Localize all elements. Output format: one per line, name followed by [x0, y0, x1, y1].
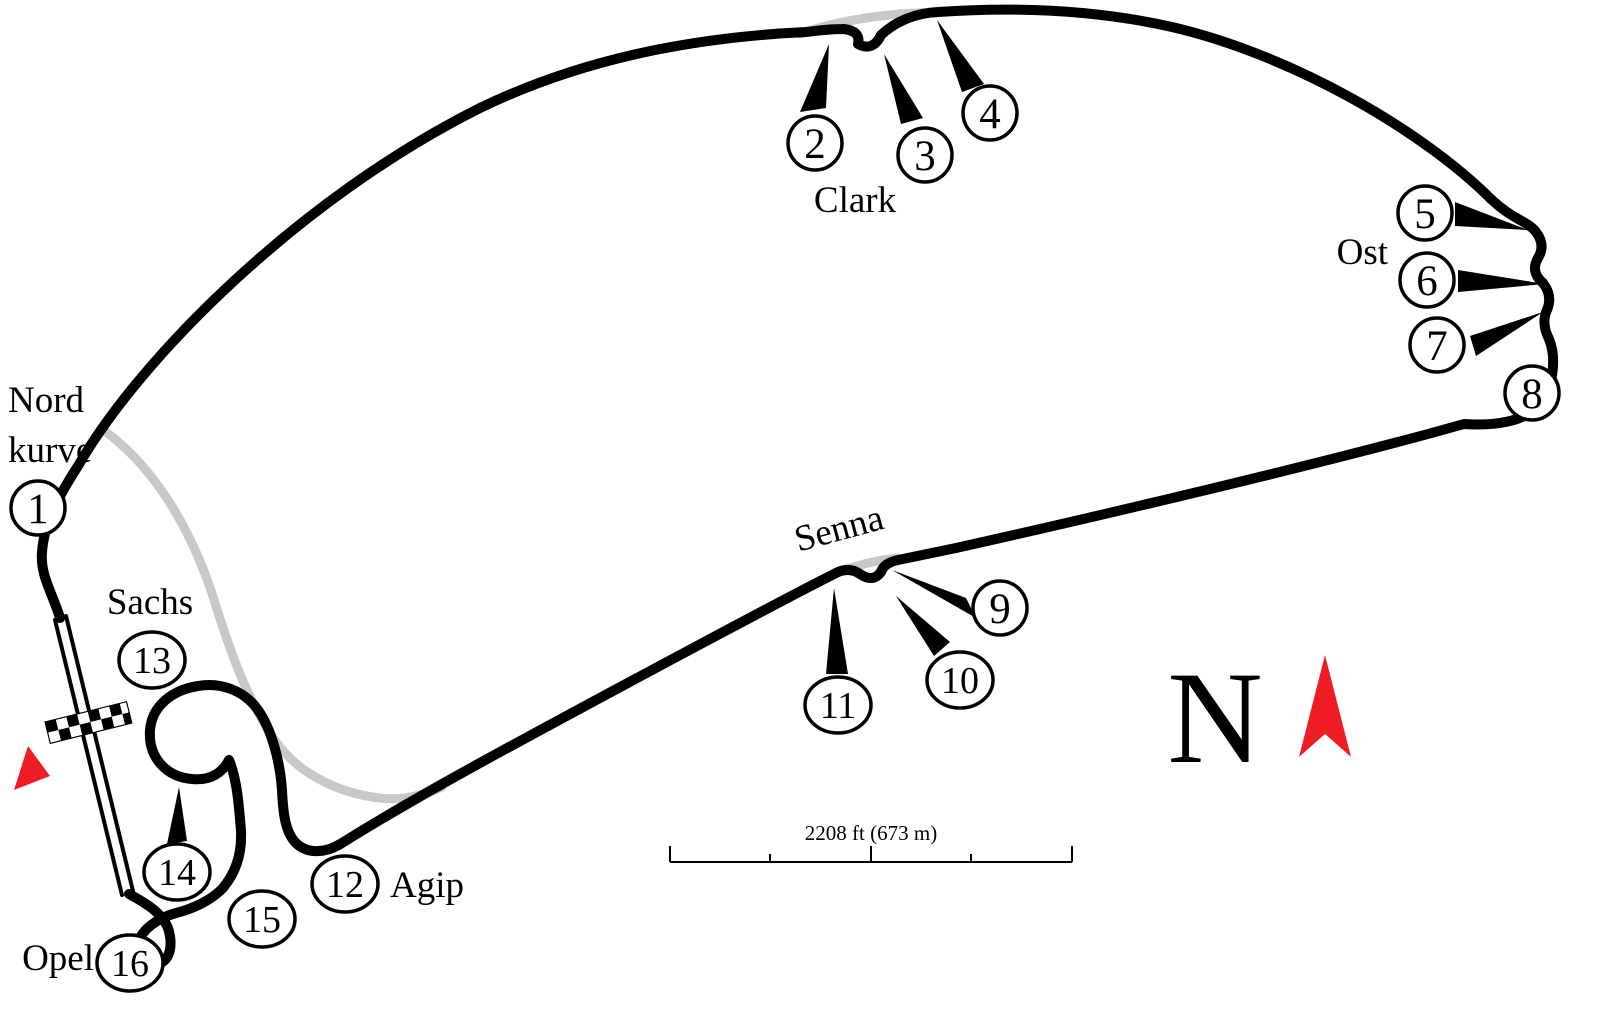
corner-pointers [167, 20, 1545, 844]
corner-marker-15: 15 [227, 889, 297, 949]
label-agip: Agip [390, 865, 464, 906]
scale-bar-label: 2208 ft (673 m) [805, 821, 937, 845]
corner-number: 10 [941, 660, 979, 702]
corner-number: 16 [111, 943, 149, 985]
corner-number: 3 [914, 133, 936, 180]
corner-marker-1: 1 [9, 479, 67, 537]
corner-number: 15 [243, 899, 281, 941]
corner-marker-9: 9 [971, 579, 1029, 637]
turn-7-pointer [1470, 312, 1543, 356]
corner-markers: 1 2 3 4 5 6 7 8 [9, 84, 1561, 993]
corner-number: 13 [133, 640, 171, 682]
turn-9-pointer [892, 570, 976, 618]
scale-bar-line [669, 846, 1073, 863]
track [36, 4, 1559, 971]
corner-marker-2: 2 [786, 114, 844, 172]
corner-number: 7 [1426, 323, 1448, 370]
corner-number: 1 [27, 486, 49, 533]
pit-straight-line-left [53, 618, 124, 897]
corner-number: 11 [820, 685, 857, 727]
corner-marker-4: 4 [961, 84, 1019, 142]
race-direction-arrow-icon [14, 746, 50, 790]
compass: N [1167, 644, 1351, 791]
corner-number: 6 [1416, 258, 1438, 305]
corner-marker-7: 7 [1408, 316, 1466, 374]
label-nordkurve-line2: kurve [8, 430, 92, 471]
corner-number: 5 [1414, 191, 1436, 238]
corner-marker-8: 8 [1503, 364, 1561, 422]
corner-number: 8 [1521, 371, 1543, 418]
turn-3-pointer [884, 54, 923, 124]
corner-marker-11: 11 [803, 675, 873, 735]
scale-bar: 2208 ft (673 m) [669, 821, 1073, 863]
corner-marker-5: 5 [1396, 184, 1454, 242]
label-ost: Ost [1337, 232, 1389, 273]
label-opel: Opel [22, 938, 94, 979]
turn-10-pointer [896, 596, 950, 656]
label-senna: Senna [790, 497, 888, 560]
corner-number: 4 [979, 91, 1001, 138]
corner-marker-16: 16 [95, 933, 165, 993]
corner-number: 2 [804, 121, 826, 168]
corner-marker-12: 12 [310, 854, 380, 914]
corner-marker-3: 3 [896, 126, 954, 184]
corner-marker-6: 6 [1398, 251, 1456, 309]
corner-labels: Nord kurve Clark Ost Senna Sachs Agip Op… [8, 180, 1389, 979]
corner-marker-14: 14 [142, 842, 212, 902]
track-outline [36, 4, 1559, 971]
corner-marker-10: 10 [925, 650, 995, 710]
corner-number: 12 [326, 864, 364, 906]
pit-straight-line-right [64, 614, 135, 893]
turn-11-pointer [826, 588, 848, 674]
turn-5-pointer [1455, 202, 1528, 230]
label-sachs: Sachs [107, 582, 193, 623]
turn-4-pointer [937, 20, 984, 92]
turn-14-pointer [167, 787, 187, 844]
compass-north-arrow-icon [1299, 655, 1351, 757]
start-finish-checker [44, 701, 133, 744]
compass-north-label: N [1167, 644, 1262, 791]
label-clark: Clark [814, 180, 897, 221]
label-nordkurve-line1: Nord [8, 380, 85, 421]
turn-6-pointer [1458, 270, 1545, 292]
corner-number: 9 [989, 586, 1011, 633]
corner-number: 14 [158, 852, 196, 894]
corner-marker-13: 13 [117, 630, 187, 690]
turn-2-pointer [800, 44, 829, 112]
